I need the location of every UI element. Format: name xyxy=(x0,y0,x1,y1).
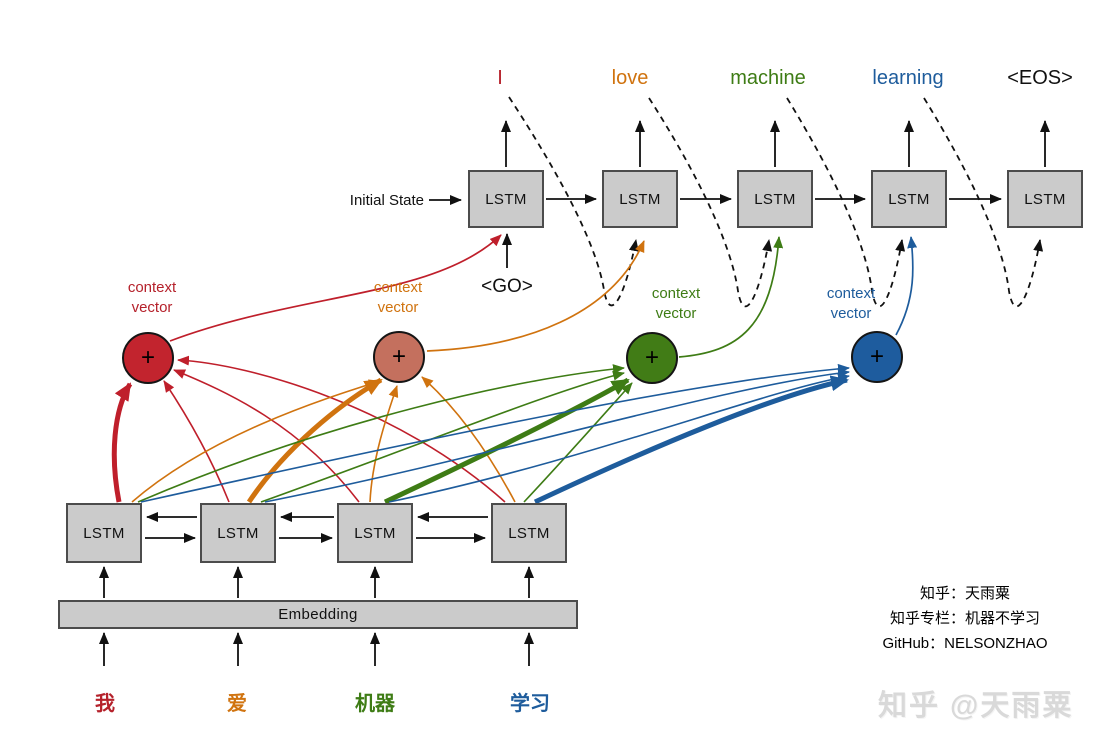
enc3-to-ctx3-thick xyxy=(383,377,630,505)
encoder-lstm-2: LSTM xyxy=(200,503,276,563)
input-word-1: 我 xyxy=(95,693,115,715)
output-word-i: I xyxy=(497,67,503,89)
encoder-lstm-4: LSTM xyxy=(491,503,567,563)
go-token-label: <GO> xyxy=(481,276,533,297)
enc1-to-ctx1-thick xyxy=(111,382,133,503)
output-feedback-curves xyxy=(508,96,1044,308)
enc4-to-ctx3 xyxy=(523,382,633,503)
embedding-to-encoder-arrows xyxy=(99,566,534,598)
output-word-eos: <EOS> xyxy=(1007,67,1073,89)
encoder-bidirectional-arrows xyxy=(145,512,488,543)
attention-arrows-green xyxy=(137,364,633,505)
credit-github: GitHub：NELSONZHAO xyxy=(882,635,1048,652)
output-word-machine: machine xyxy=(730,67,806,89)
context-vector-label-3: context vector xyxy=(651,285,701,322)
decoder-lstm-1: LSTM xyxy=(468,170,544,228)
context-vector-circle-4: + xyxy=(851,331,903,383)
input-word-2: 爱 xyxy=(227,693,247,715)
input-word-3: 机器 xyxy=(355,693,395,715)
credit-column: 知乎专栏：机器不学习 xyxy=(889,610,1040,627)
context1-to-decoder1 xyxy=(169,234,502,342)
decoder-chain-arrows xyxy=(429,194,1002,268)
decoder-lstm-5: LSTM xyxy=(1007,170,1083,228)
enc1-to-ctx2 xyxy=(131,379,381,503)
enc1-to-ctx3 xyxy=(137,364,625,503)
enc2-to-ctx3 xyxy=(260,370,625,503)
feedback-curve-machine xyxy=(786,97,906,308)
input-word-4: 学习 xyxy=(510,693,550,715)
embedding-layer: Embedding xyxy=(58,600,578,629)
credit-zhihu: 知乎：天雨粟 xyxy=(919,585,1010,602)
context-to-decoder-curves xyxy=(169,234,918,358)
feedback-curve-learning xyxy=(923,97,1044,308)
enc2-to-ctx1 xyxy=(163,380,230,503)
attention-arrows-blue xyxy=(140,363,850,505)
context-vector-label-1: context vector xyxy=(127,279,177,316)
decoder-lstm-2: LSTM xyxy=(602,170,678,228)
enc4-to-ctx4-thick xyxy=(533,375,849,505)
context-vector-circle-1: + xyxy=(122,332,174,384)
context3-to-decoder3 xyxy=(678,236,784,358)
initial-state-label: Initial State xyxy=(349,192,424,209)
encoder-lstm-1: LSTM xyxy=(66,503,142,563)
context-vector-circle-2: + xyxy=(373,331,425,383)
context-vector-circle-3: + xyxy=(626,332,678,384)
input-to-embedding-arrows xyxy=(99,632,534,666)
zhihu-watermark: 知乎 @天雨粟 xyxy=(878,690,1074,722)
enc2-to-ctx4 xyxy=(264,368,850,503)
enc3-to-ctx4 xyxy=(388,373,850,503)
encoder-lstm-3: LSTM xyxy=(337,503,413,563)
context-vector-label-4: context vector xyxy=(826,285,876,322)
context2-to-decoder2 xyxy=(426,240,645,352)
enc2-to-ctx2-thick xyxy=(246,377,383,504)
feedback-curve-love xyxy=(648,97,773,308)
enc3-to-ctx2 xyxy=(369,385,399,503)
context4-to-decoder4 xyxy=(895,236,918,336)
credits-block: 知乎：天雨粟 知乎专栏：机器不学习 GitHub：NELSONZHAO xyxy=(840,581,1090,656)
output-word-love: love xyxy=(611,67,649,89)
decoder-lstm-4: LSTM xyxy=(871,170,947,228)
attention-arrows-orange xyxy=(131,376,516,504)
enc1-to-ctx4 xyxy=(140,363,850,503)
decoder-lstm-3: LSTM xyxy=(737,170,813,228)
context-vector-label-2: context vector xyxy=(373,279,423,316)
output-word-learning: learning xyxy=(872,67,944,89)
feedback-curve-i xyxy=(508,96,639,307)
decoder-output-arrows xyxy=(501,120,1050,167)
